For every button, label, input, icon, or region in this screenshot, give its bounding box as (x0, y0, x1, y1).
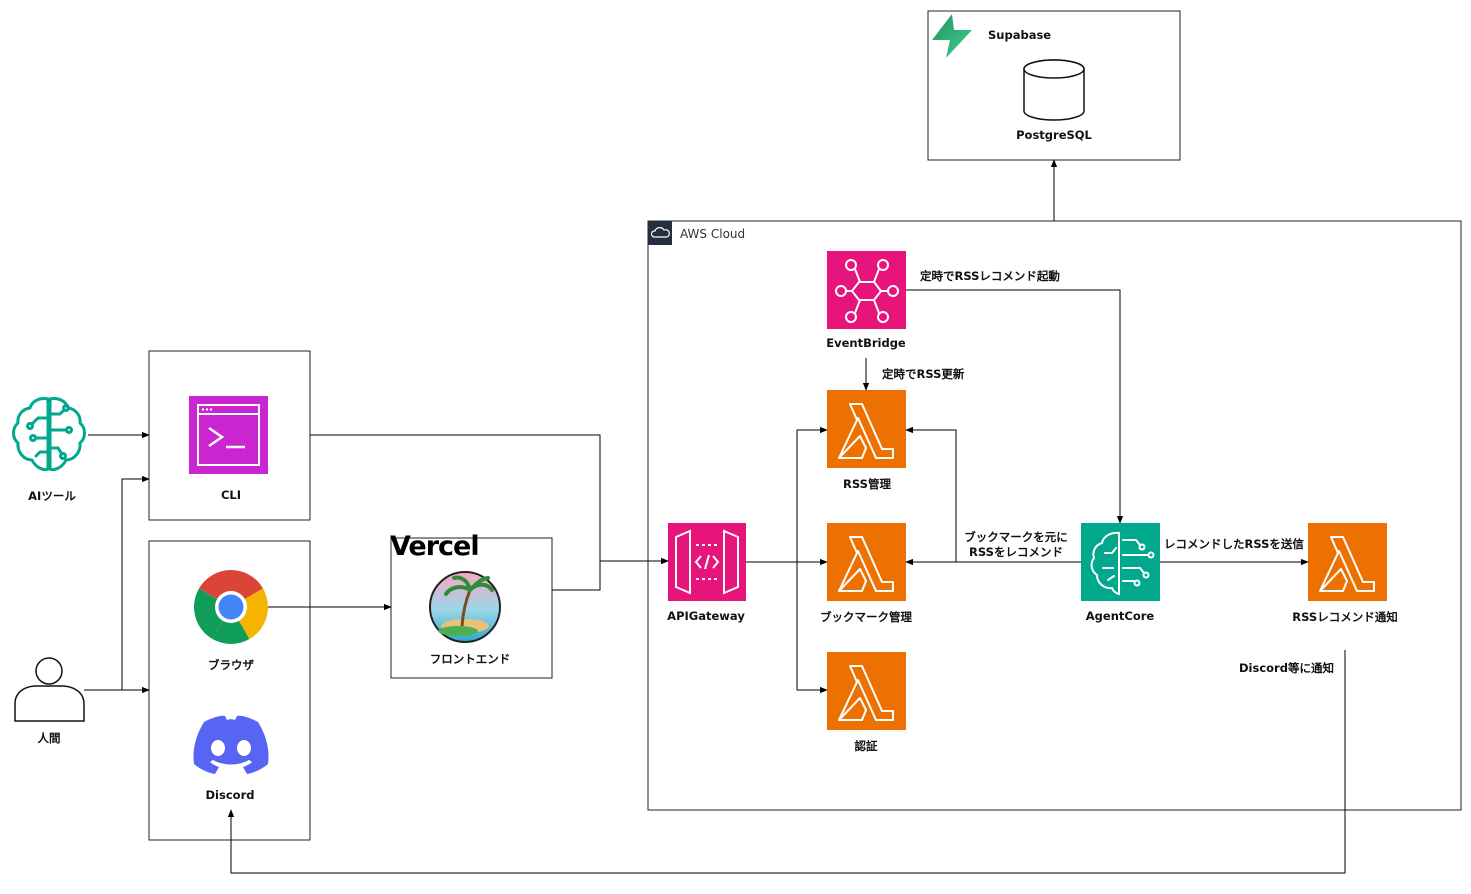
edge-human-to-cli (84, 475, 150, 691)
agentcore-label: AgentCore (1085, 609, 1155, 623)
edge-apigw-to-rss (796, 426, 828, 562)
aws-cloud-box (647, 220, 1462, 811)
database-icon (1023, 59, 1085, 121)
discord-label: Discord (205, 788, 255, 802)
browser-label: ブラウザ (208, 658, 254, 672)
edge-label-notify-discord: Discord等に通知 (1239, 661, 1334, 675)
agentcore-icon (1081, 523, 1160, 601)
human-label: 人間 (37, 731, 61, 745)
human-icon (14, 657, 85, 722)
connectors (84, 159, 1346, 874)
rss-manage-label: RSS管理 (843, 477, 891, 491)
edge-eventbridge-to-agentcore (906, 289, 1124, 524)
edge-label-eventbridge-rss: 定時でRSS更新 (882, 367, 965, 381)
edge-notify-to-discord (227, 650, 1346, 874)
edge-vercel-to-apigw (552, 557, 669, 591)
supabase-title: Supabase (988, 28, 1052, 42)
edge-label-agentcore-notify: レコメンドしたRSSを送信 (1164, 537, 1304, 551)
frontend-island-icon (429, 571, 501, 643)
ai-tool-label: AIツール (28, 489, 76, 503)
edge-label-eventbridge-agentcore: 定時でRSSレコメンド起動 (920, 269, 1060, 283)
edge-cli-to-apigw (310, 434, 669, 565)
edge-label-agentcore-lambdas-1: ブックマークを元に (964, 530, 1068, 544)
lambda-auth-icon (827, 652, 906, 730)
aws-cloud-title: AWS Cloud (680, 227, 746, 241)
api-gateway-icon (668, 523, 746, 601)
lambda-rss-icon (827, 390, 906, 468)
lambda-bookmark-icon (827, 523, 906, 601)
frontend-label: フロントエンド (429, 652, 511, 666)
rss-notify-label: RSSレコメンド通知 (1292, 610, 1398, 624)
bookmark-manage-label: ブックマーク管理 (820, 610, 912, 624)
eventbridge-label: EventBridge (826, 336, 906, 350)
terminal-icon (189, 396, 268, 474)
apigateway-label: APIGateway (667, 609, 745, 623)
chrome-browser-icon (194, 570, 268, 644)
cli-label: CLI (220, 488, 242, 502)
discord-icon (193, 715, 269, 774)
vercel-logo: Vercel (390, 531, 480, 562)
edge-label-agentcore-lambdas-2: RSSをレコメンド (969, 545, 1063, 559)
postgresql-label: PostgreSQL (1016, 128, 1092, 142)
edge-apigw-to-auth (796, 562, 828, 694)
edge-agentcore-to-rss (905, 426, 957, 562)
aws-cloud-icon (648, 221, 672, 245)
auth-label: 認証 (854, 739, 878, 753)
lambda-notify-icon (1308, 523, 1387, 601)
eventbridge-icon (827, 251, 906, 329)
supabase-logo-icon (932, 14, 972, 58)
ai-brain-icon (12, 397, 86, 472)
